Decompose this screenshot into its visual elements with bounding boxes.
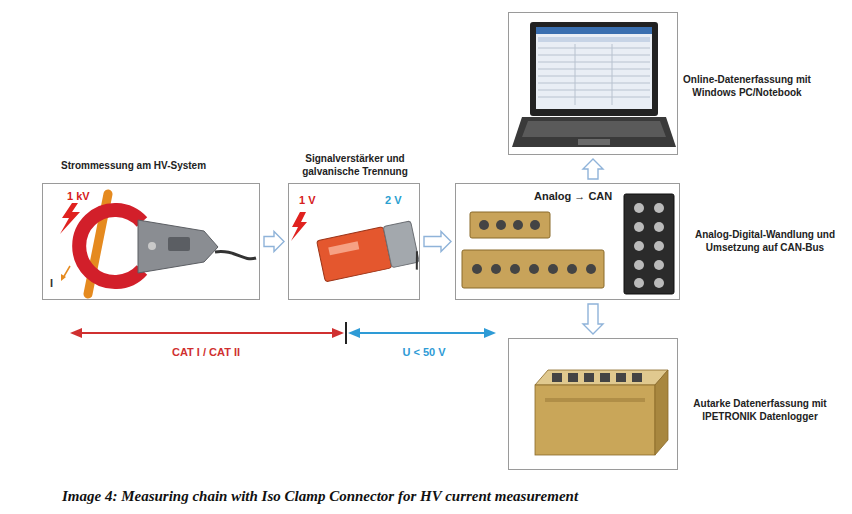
- data-logger: [535, 370, 668, 455]
- flow-arrow: [424, 232, 451, 252]
- annotation-label: U < 50 V: [402, 345, 445, 359]
- process-box: Strommessung am HV-System1 kV: [42, 183, 260, 300]
- flow-arrow: [583, 304, 603, 334]
- box-heading: Strommessung am HV-System: [61, 159, 206, 172]
- box-label: Online-Datenerfassung mit Windows PC/Not…: [683, 73, 811, 99]
- flow-arrow: [583, 159, 603, 179]
- current-clamp: [60, 194, 256, 294]
- box-label: Analog-Digital-Wandlung und Umsetzung au…: [685, 228, 845, 254]
- voltage-span-arrows: [70, 322, 496, 344]
- box-text: 1 V: [299, 194, 316, 207]
- flow-arrow: [264, 232, 284, 252]
- isolation-amplifier: [291, 212, 421, 289]
- box-text: Analog → CAN: [534, 190, 612, 203]
- process-box: Autarke Datenerfassung mit IPETRONIK Dat…: [508, 338, 678, 470]
- process-box: Analog → CANAnalog-Digital-Wandlung und …: [455, 183, 680, 300]
- can-modules: [462, 194, 674, 294]
- hv-lightning: [60, 203, 80, 234]
- box-text: 1 kV: [67, 190, 90, 203]
- laptop: [512, 22, 676, 147]
- box-label: Autarke Datenerfassung mit IPETRONIK Dat…: [685, 397, 835, 423]
- box-heading: Signalverstärker und galvanische Trennun…: [290, 152, 420, 178]
- box-text: 2 V: [385, 194, 402, 207]
- process-box: Signalverstärker und galvanische Trennun…: [288, 183, 420, 300]
- figure-caption: Image 4: Measuring chain with Iso Clamp …: [62, 488, 578, 505]
- process-box: Online-Datenerfassung mit Windows PC/Not…: [508, 12, 678, 155]
- annotation-label: I: [50, 276, 53, 290]
- annotation-label: CAT I / CAT II: [172, 345, 240, 359]
